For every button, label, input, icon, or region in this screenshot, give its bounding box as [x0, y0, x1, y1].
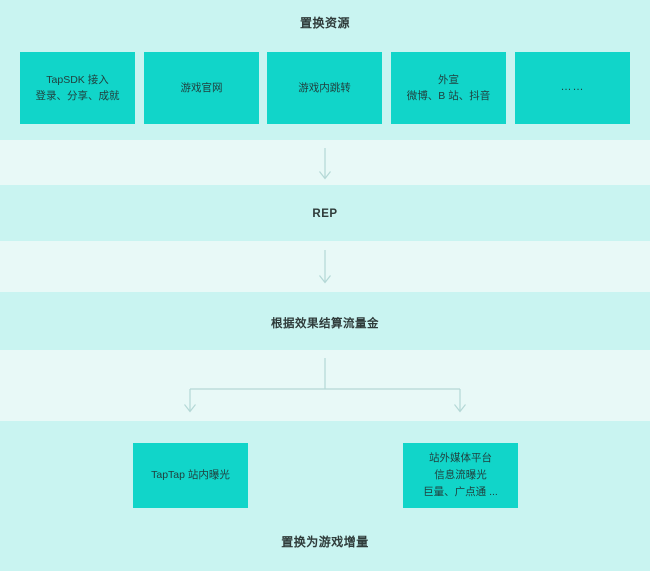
resource-box-publicity-line1: 外宣 [438, 73, 459, 86]
outcome-box-external-media-line3: 巨量、广点通 ... [423, 485, 498, 498]
band-gap-3 [0, 350, 650, 421]
page-title-bottom: 置换为游戏增量 [281, 535, 369, 549]
resource-box-tapsdk[interactable]: TapSDK 接入 登录、分享、成就 [20, 52, 135, 124]
resource-box-more[interactable]: …… [515, 52, 630, 124]
band-rep [0, 185, 650, 241]
resource-box-tapsdk-line1: TapSDK 接入 [46, 73, 109, 86]
outcome-box-taptap-exposure-line1: TapTap 站内曝光 [151, 469, 230, 482]
band-gap-1 [0, 140, 650, 185]
band-settlement [0, 292, 650, 350]
band-outcomes [0, 421, 650, 571]
resource-box-official-site[interactable]: 游戏官网 [144, 52, 259, 124]
outcome-box-taptap-exposure[interactable]: TapTap 站内曝光 [133, 443, 248, 508]
page-title-top: 置换资源 [299, 16, 350, 30]
outcome-box-external-media-line2: 信息流曝光 [434, 469, 487, 482]
outcome-box-external-media-line1: 站外媒体平台 [429, 452, 492, 465]
resource-box-tapsdk-line2: 登录、分享、成就 [35, 90, 120, 102]
outcome-box-external-media[interactable]: 站外媒体平台 信息流曝光 巨量、广点通 ... [403, 443, 518, 508]
resource-box-publicity[interactable]: 外宣 微博、B 站、抖音 [391, 52, 506, 124]
band-gap-2 [0, 241, 650, 292]
resource-box-in-game-jump-line1: 游戏内跳转 [298, 81, 351, 94]
stage-label-rep: REP [312, 208, 338, 220]
ellipsis-icon: …… [560, 81, 585, 94]
stage-label-settlement: 根据效果结算流量金 [271, 318, 379, 330]
resource-box-publicity-line2: 微博、B 站、抖音 [406, 90, 491, 102]
resource-box-official-site-line1: 游戏官网 [180, 81, 223, 94]
resource-box-in-game-jump[interactable]: 游戏内跳转 [267, 52, 382, 124]
